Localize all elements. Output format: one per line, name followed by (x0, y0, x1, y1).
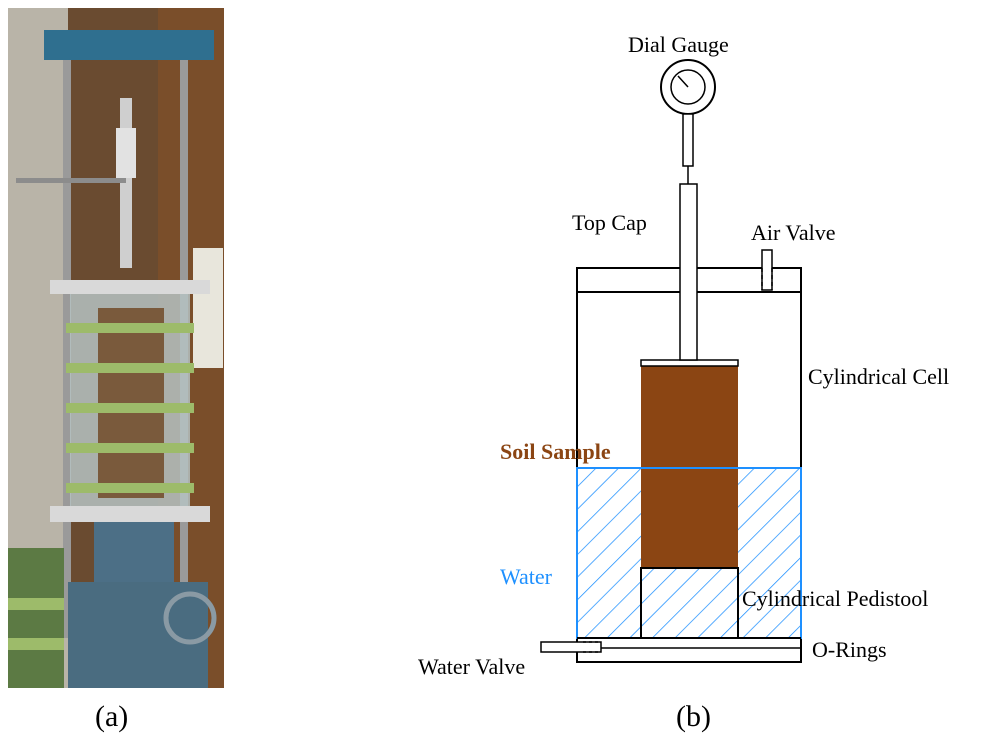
apparatus-photo (8, 8, 224, 688)
label-top-cap: Top Cap (572, 210, 647, 235)
dial-gauge-needle (677, 75, 689, 88)
top-cap-plate (640, 359, 739, 367)
handwheel (163, 591, 217, 645)
air-valve (761, 249, 773, 291)
label-dial-gauge: Dial Gauge (628, 32, 729, 57)
caption-a: (a) (95, 700, 129, 733)
spare-cell-band (8, 598, 64, 610)
cell-band (66, 443, 194, 453)
loading-jack (94, 522, 174, 582)
cell-band (66, 483, 194, 493)
label-air-valve: Air Valve (751, 220, 836, 245)
label-o-rings: O-Rings (812, 637, 887, 662)
gauge-stem (682, 113, 694, 167)
label-water-valve: Water Valve (418, 654, 525, 679)
label-cylindrical-cell: Cylindrical Cell (808, 364, 949, 389)
left-tie-rod (63, 38, 71, 638)
caption-b: (b) (676, 700, 711, 733)
cell-base-plate (50, 506, 210, 522)
spare-cell (8, 548, 64, 688)
wall-paper-notes (193, 248, 223, 368)
water-valve (540, 641, 602, 653)
cell-band (66, 323, 194, 333)
cell-band (66, 403, 194, 413)
top-cap-rod (679, 183, 698, 361)
jack-base (68, 582, 208, 688)
triaxial-cell-schematic: Dial Gauge Top Cap Air Valve Cylindrical… (418, 32, 949, 679)
dial-gauge-stem (116, 128, 136, 178)
spare-cell-band (8, 638, 64, 650)
label-cylindrical-pedistool: Cylindrical Pedistool (742, 586, 928, 611)
cell-band (66, 363, 194, 373)
clamp-arm (16, 178, 126, 183)
cell-top-plate (50, 280, 210, 294)
label-water: Water (500, 564, 553, 589)
load-frame-crossbeam (44, 30, 214, 60)
label-soil-sample: Soil Sample (500, 439, 611, 464)
